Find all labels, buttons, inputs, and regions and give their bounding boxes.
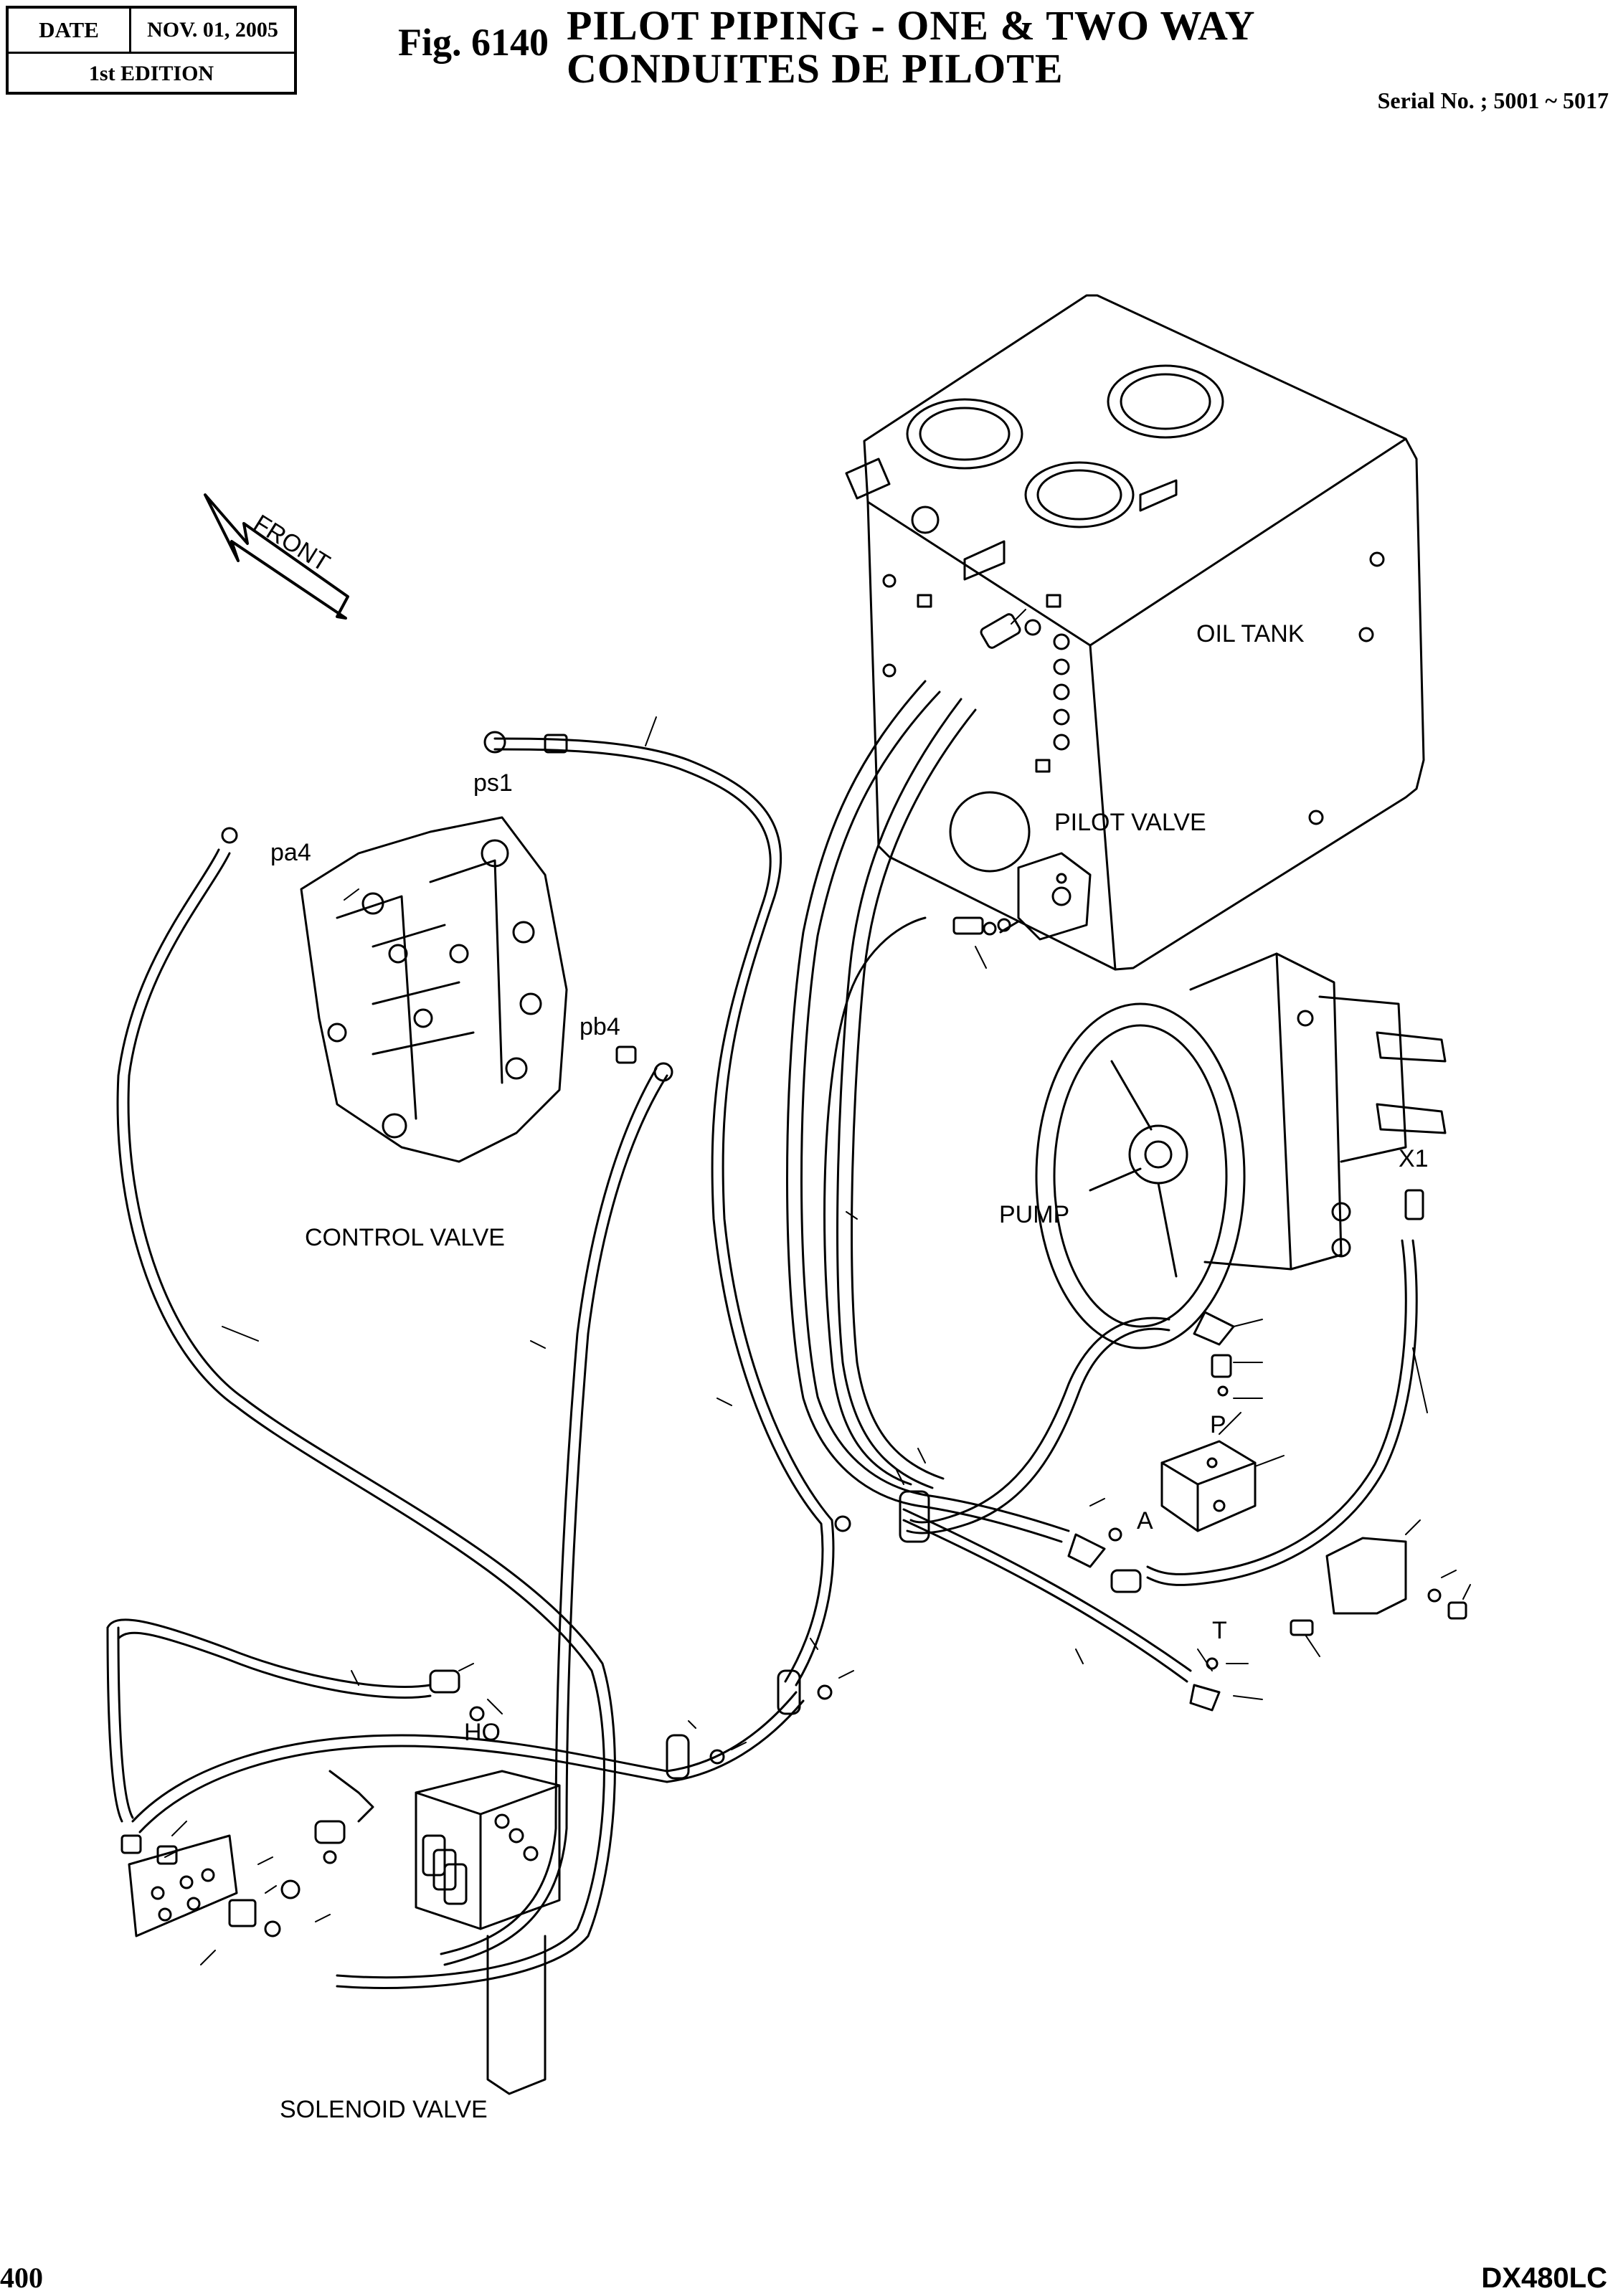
pump-label: PUMP xyxy=(999,1201,1069,1228)
date-label: DATE xyxy=(9,9,131,52)
page-title: PILOT PIPING - ONE & TWO WAY xyxy=(567,2,1256,49)
front-direction-arrow: FRONT xyxy=(204,493,349,620)
page-number: 400 xyxy=(0,2262,43,2294)
port-ps1-label: ps1 xyxy=(473,769,513,797)
brackets xyxy=(128,1537,1407,1937)
control-valve: CONTROL VALVE ps1 pa4 pb4 xyxy=(270,769,620,1251)
pilot-valve-label: PILOT VALVE xyxy=(1054,809,1206,836)
oil-tank: OIL TANK xyxy=(845,294,1425,971)
pump: PUMP X1 xyxy=(999,952,1447,1349)
port-p-label: P xyxy=(1210,1411,1226,1438)
pilot-valve: PILOT VALVE xyxy=(949,791,1206,941)
date-value: NOV. 01, 2005 xyxy=(147,18,278,42)
figure-number: Fig. 6140 xyxy=(398,21,549,64)
oil-tank-label: OIL TANK xyxy=(1196,620,1305,647)
page-title-french: CONDUITES DE PILOTE xyxy=(567,45,1064,92)
control-valve-label: CONTROL VALVE xyxy=(305,1224,505,1251)
fittings xyxy=(120,613,1467,1937)
solenoid-valve: SOLENOID VALVE HO xyxy=(280,1719,561,2123)
pilot-hoses xyxy=(106,680,1418,1989)
port-pa4-label: pa4 xyxy=(270,839,311,866)
port-a-label: A xyxy=(1137,1507,1153,1534)
port-pb4-label: pb4 xyxy=(580,1013,620,1040)
solenoid-valve-label: SOLENOID VALVE xyxy=(280,2096,488,2123)
date-edition-box: DATE NOV. 01, 2005 1st EDITION xyxy=(6,6,297,95)
leader-lines xyxy=(164,609,1471,1965)
date-row: DATE NOV. 01, 2005 xyxy=(9,9,294,54)
port-ho-label: HO xyxy=(464,1719,501,1746)
port-t-label: T xyxy=(1212,1617,1227,1644)
model-name: DX480LC xyxy=(1481,2262,1607,2294)
port-x1-label: X1 xyxy=(1399,1145,1429,1172)
edition-label: 1st EDITION xyxy=(88,61,214,85)
serial-number-range: Serial No. ; 5001 ~ 5017 xyxy=(1377,87,1609,113)
junction-block: P A T xyxy=(1137,1411,1257,1644)
